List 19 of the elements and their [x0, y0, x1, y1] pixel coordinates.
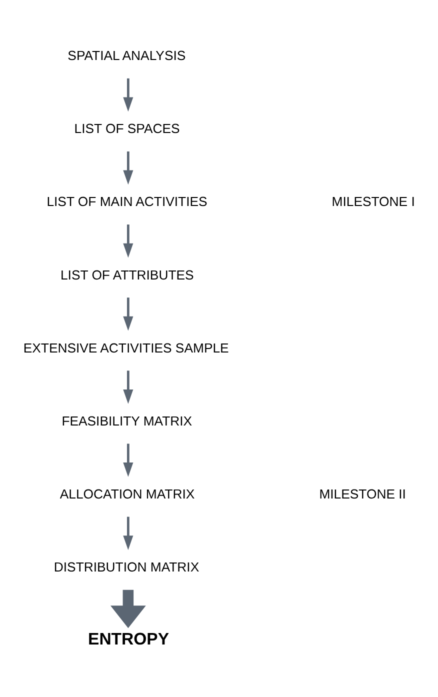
node-text: FEASIBILITY MATRIX [61, 412, 192, 428]
arrow [122, 78, 133, 112]
label: MILESTONE I [331, 194, 414, 209]
node-text: EXTENSIVE ACTIVITIES SAMPLE [22, 340, 228, 355]
node-text: LIST OF MAIN ACTIVITIES [46, 194, 207, 209]
node-text: ALLOCATION MATRIX [59, 486, 194, 501]
arrow [122, 224, 133, 258]
arrow [122, 297, 133, 330]
arrow [122, 516, 133, 550]
label: MILESTONE II [318, 486, 406, 501]
node-text: LIST OF SPACES [74, 120, 180, 136]
arrow [122, 150, 133, 184]
arrow [110, 589, 146, 628]
node-text: DISTRIBUTION MATRIX [53, 559, 199, 574]
arrow [122, 370, 133, 404]
node-text: SPATIAL ANALYSIS [67, 48, 186, 63]
arrow [122, 443, 133, 476]
node-text: LIST OF ATTRIBUTES [60, 266, 194, 282]
node-text: ENTROPY [88, 628, 169, 648]
